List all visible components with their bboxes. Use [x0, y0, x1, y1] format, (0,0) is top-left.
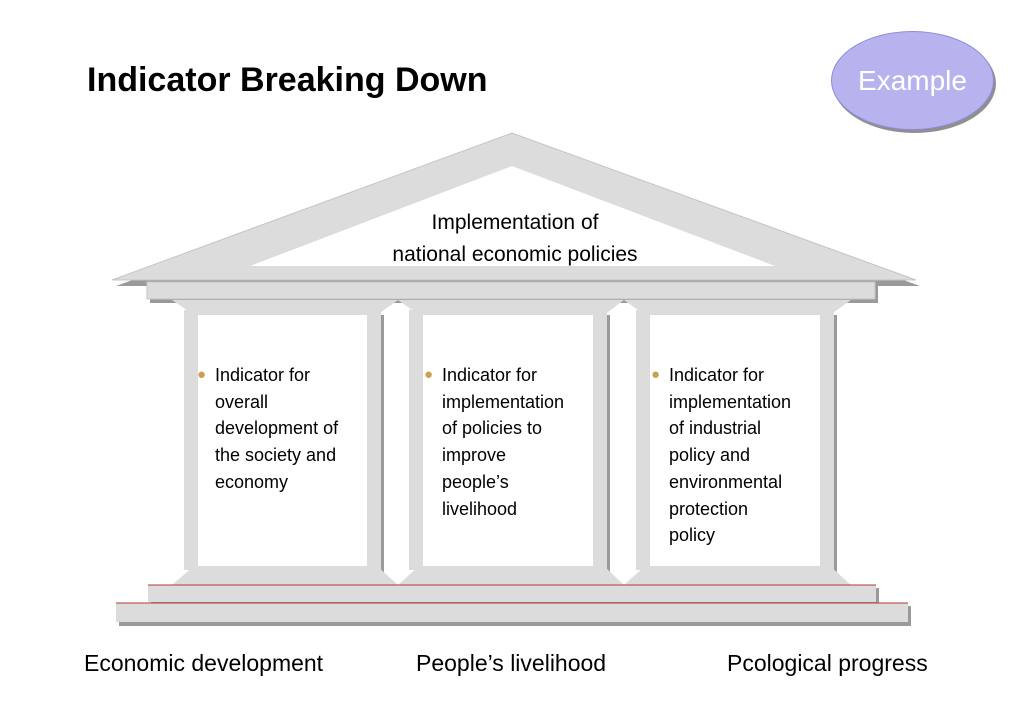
roof-text: Implementation of national economic poli… — [315, 207, 715, 271]
column-1 — [172, 300, 398, 585]
column-1-shaft-right — [367, 310, 381, 570]
column-1-line: the society and — [215, 445, 337, 466]
column-2 — [398, 300, 624, 585]
column-3-shaft-right — [820, 310, 834, 570]
column-1-line: Indicator for — [215, 365, 311, 385]
column-2-text: ● Indicator for implementation of polici… — [424, 362, 565, 522]
column-1-line: overall — [215, 391, 269, 412]
column-2-line: Indicator for — [442, 365, 538, 385]
column-2-base — [398, 566, 624, 585]
caption-economic-development: Economic development — [84, 650, 324, 676]
column-1-shaft-left — [184, 310, 198, 570]
column-1-text: ● Indicator for overall development of t… — [197, 362, 339, 496]
bullet-icon: ● — [651, 366, 661, 383]
example-badge-label: Example — [858, 64, 967, 96]
column-3-text: ● Indicator for implementation of indust… — [651, 362, 792, 549]
column-3-line: of industrial — [669, 418, 762, 439]
column-1-base — [172, 566, 398, 585]
column-3-shaft-left — [636, 310, 650, 570]
column-2-line: of policies to — [442, 418, 543, 439]
roof-text-line-2: national economic policies — [392, 243, 638, 266]
roof-text-line-1: Implementation of — [431, 211, 599, 234]
column-3-line: Indicator for — [669, 365, 765, 385]
caption-ecological-progress: Pcological progress — [727, 650, 928, 676]
column-2-line: livelihood — [442, 498, 518, 519]
lower-step — [116, 603, 908, 622]
column-3-shaft-shadow — [832, 315, 837, 585]
column-3-capital — [624, 300, 851, 315]
column-1-line: economy — [215, 471, 289, 492]
caption-peoples-livelihood: People’s livelihood — [416, 650, 607, 676]
column-1-line: development of — [215, 418, 339, 439]
column-3-line: implementation — [669, 391, 792, 412]
upper-step — [148, 585, 876, 602]
column-2-line: people’s — [442, 471, 509, 492]
column-1-shaft-shadow — [379, 315, 384, 585]
column-1-capital — [172, 300, 398, 315]
column-2-capital — [398, 300, 624, 315]
column-2-shaft-shadow — [605, 315, 610, 585]
column-2-line: implementation — [442, 391, 565, 412]
example-badge: Example — [831, 31, 994, 130]
bullet-icon: ● — [424, 366, 434, 383]
column-3-line: environmental — [669, 471, 783, 492]
column-3-base — [624, 566, 851, 585]
column-3-line: policy — [669, 525, 716, 546]
column-3 — [624, 300, 851, 585]
roof-inner-panel — [250, 166, 775, 266]
bullet-icon: ● — [197, 366, 207, 383]
column-3-line: policy and — [669, 445, 751, 466]
page-title: Indicator Breaking Down — [87, 61, 488, 99]
column-2-shaft-right — [593, 310, 607, 570]
architrave — [146, 281, 876, 300]
column-2-shaft-left — [409, 310, 423, 570]
column-2-line: improve — [442, 445, 507, 466]
column-3-line: protection — [669, 498, 749, 519]
